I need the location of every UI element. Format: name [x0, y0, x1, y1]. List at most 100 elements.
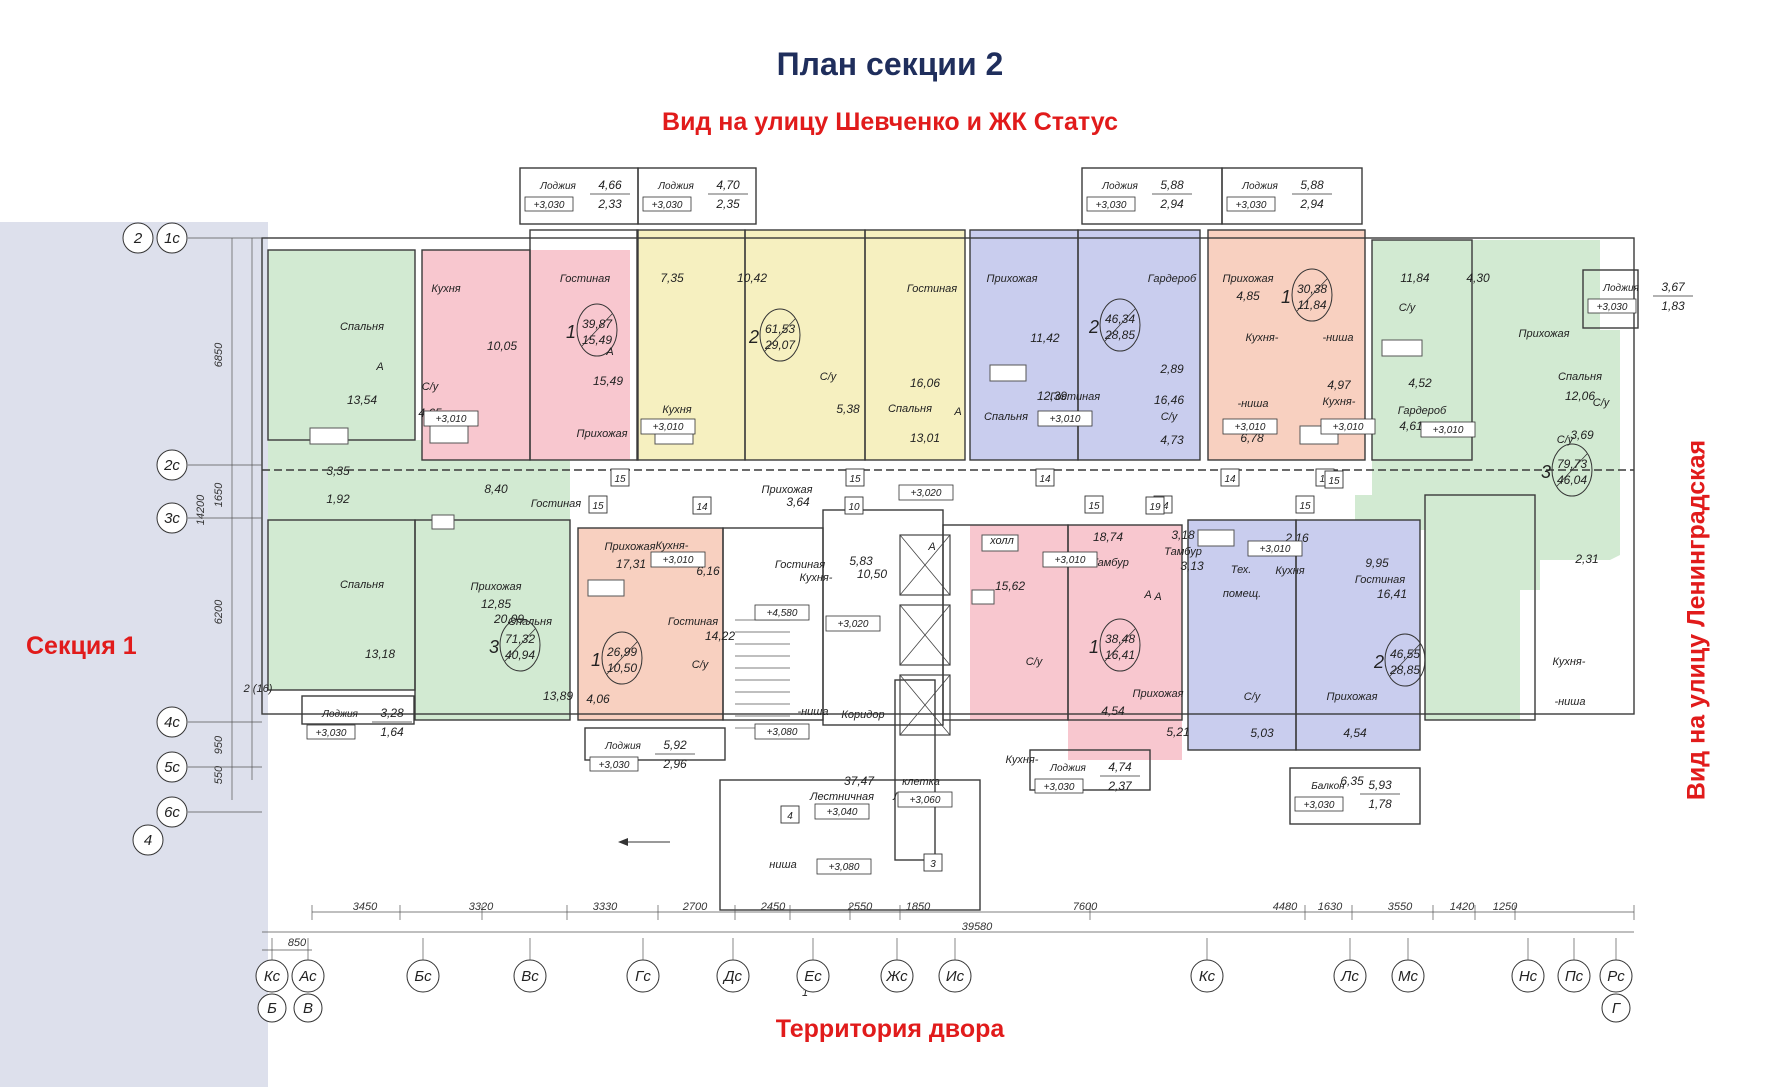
room-label: С/у: [820, 371, 838, 383]
room-label: 5,21: [1166, 725, 1189, 739]
room-label: Спальня: [340, 321, 384, 333]
room-label: 20,09: [493, 612, 524, 626]
floor-elevation: +3,010: [663, 555, 694, 566]
dimension-value: 1850: [906, 901, 931, 913]
room-label: 12,06: [1565, 389, 1595, 403]
dimension-value: 4480: [1273, 901, 1298, 913]
room-label: 6,35: [1340, 774, 1364, 788]
apartment-circle-divider-1: [504, 628, 536, 662]
fixture-7: [981, 534, 1019, 552]
apartment-circle-3: [759, 308, 801, 362]
axis-left-label: 4с: [164, 714, 180, 731]
dimension-left-value: 6850: [213, 342, 225, 367]
axis-left-label: 3с: [164, 510, 180, 527]
apartment-circle-divider-6: [1556, 453, 1588, 487]
dimension-lines: [231, 238, 1635, 951]
elevator-x-b-1: [899, 604, 951, 666]
stamp-box: [1145, 496, 1165, 515]
misc-label: A: [1153, 591, 1161, 603]
floor-elevation: +3,010: [1433, 425, 1464, 436]
room-label: помещ.: [1223, 588, 1261, 600]
balcony-elevation: +3,030: [1236, 200, 1267, 211]
balcony-label: Лоджия: [1049, 763, 1086, 774]
left-section-caption: Секция 1: [26, 632, 137, 660]
balcony-elev-box: [589, 756, 639, 772]
room-label: 12,39: [1037, 389, 1067, 403]
balcony-area: 4,66: [598, 178, 622, 192]
axis-left-circle: [132, 824, 164, 856]
room-label: 7,35: [660, 271, 684, 285]
room-label: 18,74: [1093, 530, 1123, 544]
wall-rect-20: [1424, 494, 1536, 721]
floor-elevation: +3,010: [1333, 422, 1364, 433]
room-label: 10,50: [857, 567, 887, 581]
axis-left-circle: [156, 449, 188, 481]
wall-rect-17: [1067, 524, 1183, 721]
wall-rect-28: [1029, 749, 1151, 791]
room-label: Прихожая: [470, 581, 521, 593]
apartment-living-area: 15,49: [582, 333, 612, 347]
floor-elevation: +3,060: [910, 795, 941, 806]
room-label: 13,18: [365, 647, 395, 661]
floor-elevation: +3,040: [827, 807, 858, 818]
elevation-box: [650, 551, 706, 568]
axis-label: Лс: [1340, 968, 1359, 985]
axis-left-circle: [156, 706, 188, 738]
axis-left-circle: [122, 222, 154, 254]
apartment-fills: [268, 230, 1620, 760]
room-label: Тех.: [1231, 564, 1252, 576]
dimension-left-value: 6200: [213, 599, 225, 624]
room-label: Коридор: [841, 709, 884, 721]
elevation-box: [1222, 418, 1278, 435]
room-label: С/у: [1593, 397, 1611, 409]
stamp-box: [610, 468, 630, 487]
balcony-reduced-area: 2,94: [1159, 197, 1184, 211]
apartment-area: 79,73: [1557, 457, 1587, 471]
dimension-left-value: 950: [213, 735, 225, 754]
room-label: 3,35: [326, 464, 350, 478]
room-label: 4,52: [1408, 376, 1432, 390]
wall-rect-26: [301, 695, 415, 725]
stamp-number: 15: [1088, 501, 1100, 512]
balcony-area: 4,70: [716, 178, 740, 192]
stamp-number: 15: [849, 474, 861, 485]
apartment-circle-5: [1291, 268, 1333, 322]
room-label: Прихожая: [1132, 688, 1183, 700]
wall-rect-2: [529, 229, 639, 461]
room-label: 3,18: [1171, 528, 1195, 542]
floor-elevation: +3,010: [653, 422, 684, 433]
wall-rect-12: [414, 519, 571, 721]
axis-left-label: 6с: [164, 804, 180, 821]
balcony-elevation: +3,030: [599, 760, 630, 771]
room-label: Гостиная: [1050, 391, 1100, 403]
balcony-area: 5,88: [1160, 178, 1184, 192]
wall-rect-19: [1295, 519, 1421, 751]
apartment-rooms: 3: [1541, 462, 1551, 482]
room-label: 16,41: [1377, 587, 1407, 601]
stamp-box: [844, 496, 864, 515]
axis-label: Вс: [521, 968, 539, 985]
axis-left-circle: [156, 502, 188, 534]
stamp-box: [692, 496, 712, 515]
room-label: Гостиная: [907, 283, 957, 295]
dimension-value: 3320: [469, 901, 494, 913]
room-label: Кухня-: [800, 572, 833, 584]
dimension-value: 2550: [847, 901, 873, 913]
room-label: С/у: [692, 659, 710, 671]
balcony-area: 3,67: [1661, 280, 1686, 294]
top-view-caption: Вид на улицу Шевченко и ЖК Статус: [662, 108, 1118, 136]
wall-rect-14: [722, 527, 824, 721]
fixture-8: [1197, 529, 1235, 547]
misc-label: 2 (16): [243, 683, 273, 695]
balcony-reduced-area: 2,35: [715, 197, 740, 211]
elevator-shaft-0: [899, 534, 951, 596]
balcony-elevation: +3,030: [1096, 200, 1127, 211]
apartment-living-area: 28,85: [1104, 328, 1135, 342]
apartment-zone-4: [637, 230, 965, 460]
axis-label: Пс: [1565, 968, 1584, 985]
room-label: Прихожая: [986, 273, 1037, 285]
fixture-10: [971, 589, 995, 605]
apartment-area: 38,48: [1105, 632, 1135, 646]
room-label: 15,62: [995, 579, 1025, 593]
apartment-rooms: 2: [748, 327, 759, 347]
